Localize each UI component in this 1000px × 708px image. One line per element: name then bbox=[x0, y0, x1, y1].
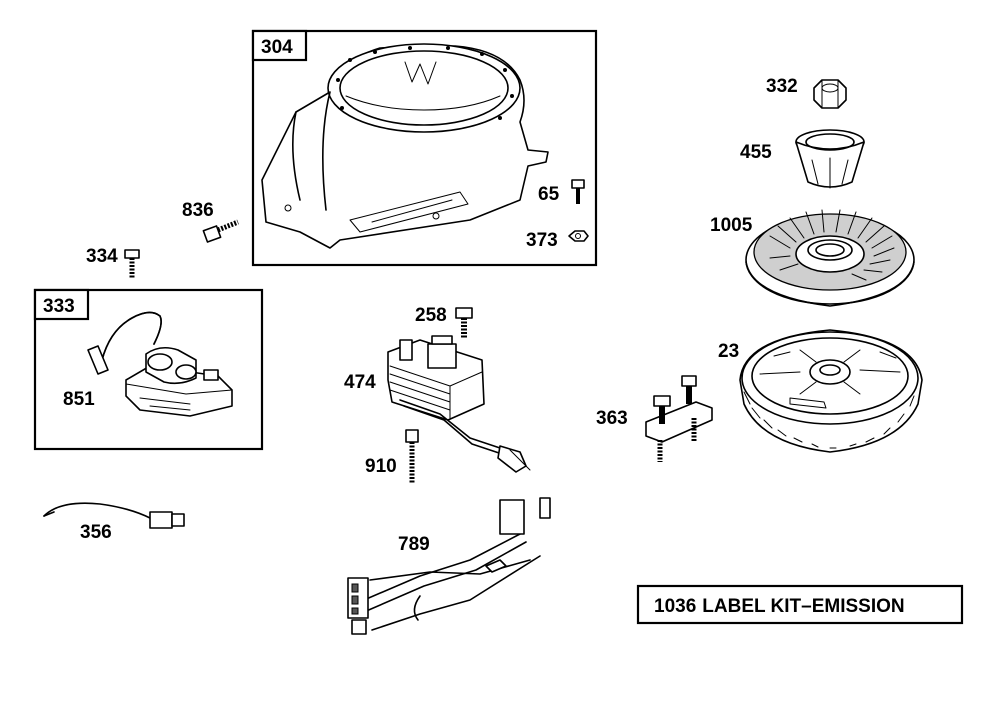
armature-474-drawing bbox=[387, 335, 531, 473]
nut-373-drawing bbox=[568, 230, 589, 242]
group-304-tag: 304 bbox=[261, 37, 293, 58]
part-label-1005: 1005 bbox=[710, 215, 753, 236]
part-label-836: 836 bbox=[182, 200, 214, 221]
group-333-frame bbox=[33, 288, 264, 451]
ignition-coil-drawing bbox=[87, 311, 233, 417]
part-label-373: 373 bbox=[526, 230, 558, 251]
screw-334-drawing bbox=[124, 249, 140, 278]
part-label-789: 789 bbox=[398, 534, 430, 555]
flywheel-23-drawing bbox=[739, 329, 923, 453]
group-304-frame bbox=[251, 29, 598, 267]
cup-455-drawing bbox=[795, 129, 865, 189]
part-label-65: 65 bbox=[538, 184, 560, 205]
part-label-910: 910 bbox=[365, 456, 397, 477]
group-333-tag: 333 bbox=[43, 296, 75, 317]
group-304: 304 65 bbox=[251, 29, 598, 267]
part-label-356: 356 bbox=[80, 522, 112, 543]
spacer-910-drawing bbox=[405, 429, 419, 484]
part-label-455: 455 bbox=[740, 142, 772, 163]
wire-harness-789-drawing bbox=[347, 497, 551, 635]
label-kit-text: 1036 LABEL KIT–EMISSION bbox=[654, 596, 905, 617]
label-kit-number: 1036 bbox=[654, 596, 696, 617]
part-label-258: 258 bbox=[415, 305, 447, 326]
bolt-65-drawing bbox=[571, 179, 585, 204]
group-333: 333 851 bbox=[33, 288, 264, 451]
part-label-334: 334 bbox=[86, 246, 118, 267]
part-label-363: 363 bbox=[596, 408, 628, 429]
fan-1005-drawing bbox=[745, 209, 915, 307]
blower-housing-drawing bbox=[261, 43, 549, 249]
part-label-23: 23 bbox=[718, 341, 739, 362]
part-label-474: 474 bbox=[344, 372, 376, 393]
group-333-tag-box bbox=[33, 288, 90, 321]
label-kit-frame bbox=[636, 584, 964, 625]
label-kit-box: 1036 LABEL KIT–EMISSION bbox=[636, 584, 964, 625]
bolt-836-drawing bbox=[202, 219, 239, 243]
part-label-851: 851 bbox=[63, 389, 95, 410]
part-label-332: 332 bbox=[766, 76, 798, 97]
group-304-tag-box bbox=[251, 29, 308, 62]
ground-wire-356-drawing bbox=[43, 502, 185, 529]
screw-258-drawing bbox=[455, 307, 473, 338]
label-kit-description: LABEL KIT–EMISSION bbox=[702, 596, 904, 617]
bracket-363-drawing bbox=[645, 375, 713, 462]
nut-332-drawing bbox=[813, 79, 847, 109]
